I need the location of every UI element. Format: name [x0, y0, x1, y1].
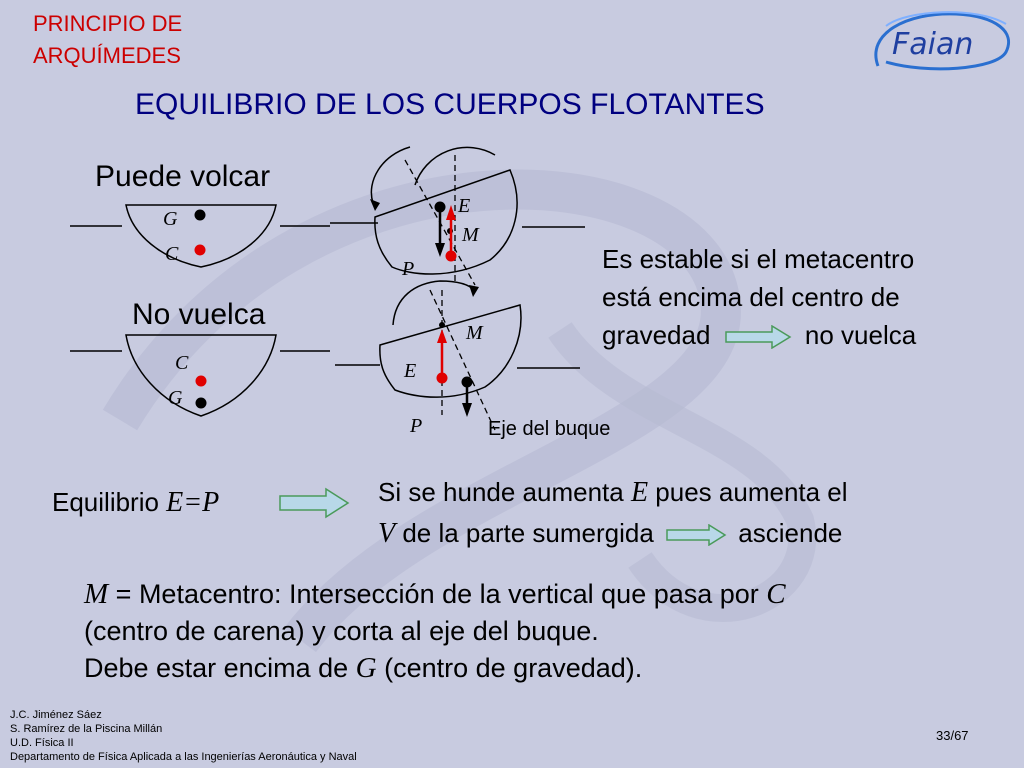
sinking-line1-a: Si se hunde aumenta	[378, 477, 631, 507]
label-m-1: M	[462, 224, 479, 246]
sinking-line1-b: pues aumenta el	[648, 477, 848, 507]
stability-statement: Es estable si el metacentro está encima …	[602, 240, 916, 354]
label-c-1: C	[165, 243, 179, 265]
faian-logo: Faian	[874, 11, 1010, 71]
definition-line1-text: = Metacentro: Intersección de la vertica…	[108, 579, 767, 609]
hull-upright-c-above	[70, 334, 330, 417]
stability-line1: Es estable si el metacentro	[602, 244, 915, 274]
label-e-1: E	[458, 195, 471, 217]
point-c-2	[195, 375, 207, 387]
sinking-line2: V de la parte sumergida asciende	[378, 513, 848, 554]
sinking-line2-a: de la parte sumergida	[395, 518, 654, 548]
label-m-2: M	[466, 322, 483, 344]
equilibrium-prefix: Equilibrio	[52, 487, 167, 517]
point-g	[194, 209, 206, 221]
label-p-2: P	[410, 415, 423, 437]
definition-line3: Debe estar encima de G (centro de graved…	[84, 650, 786, 687]
label-e-2: E	[404, 360, 417, 382]
equilibrium-label: Equilibrio E=P	[52, 487, 219, 519]
var-e: E	[630, 477, 649, 508]
label-p-1: P	[402, 258, 415, 280]
equilibrium-formula: E=P	[166, 487, 220, 518]
hull-upright-g-above	[70, 204, 330, 268]
stability-line2: está encima del centro de	[602, 282, 900, 312]
logo-text: Faian	[892, 27, 973, 62]
section-title-line1: PRINCIPIO DE	[33, 11, 183, 36]
right-arrow-icon	[666, 523, 727, 547]
var-g: G	[355, 652, 377, 684]
footer-unit: U.D. Física II	[10, 737, 74, 749]
point-g-2	[195, 397, 207, 409]
stability-gravity-word: gravedad	[602, 320, 711, 350]
footer-author2: S. Ramírez de la Piscina Millán	[10, 723, 163, 735]
section-title: PRINCIPIO DE ARQUÍMEDES	[33, 8, 182, 72]
metacenter-definition: M = Metacentro: Intersección de la verti…	[84, 576, 786, 687]
rotation-arrow-2	[392, 280, 476, 326]
ship-axis-label: Eje del buque	[488, 418, 611, 440]
hull-tilted-righting	[335, 280, 580, 431]
right-arrow-icon	[279, 487, 350, 519]
var-v: V	[378, 518, 396, 549]
label-g-2: G	[168, 387, 183, 409]
right-arrow-icon	[724, 324, 792, 350]
footer-department: Departamento de Física Aplicada a las In…	[10, 751, 357, 763]
sinking-statement: Si se hunde aumenta E pues aumenta el V …	[378, 472, 848, 554]
label-c-2: C	[175, 352, 189, 374]
label-g-1: G	[163, 208, 178, 230]
slide-title: EQUILIBRIO DE LOS CUERPOS FLOTANTES	[135, 88, 765, 121]
var-c: C	[766, 578, 786, 610]
page-number: 33/67	[936, 728, 969, 743]
section-title-line2: ARQUÍMEDES	[33, 43, 181, 68]
stability-line3: gravedad no vuelca	[602, 316, 916, 354]
definition-line1: M = Metacentro: Intersección de la verti…	[84, 576, 786, 613]
definition-line3-a: Debe estar encima de	[84, 653, 356, 683]
var-m: M	[84, 578, 109, 610]
sinking-result: asciende	[738, 518, 843, 548]
can-tip-label: Puede volcar	[95, 160, 271, 193]
sinking-line1: Si se hunde aumenta E pues aumenta el	[378, 472, 848, 513]
stability-result: no vuelca	[804, 320, 917, 350]
definition-line2: (centro de carena) y corta al eje del bu…	[84, 616, 599, 646]
point-c	[194, 244, 206, 256]
no-tip-label: No vuelca	[132, 298, 266, 331]
rotation-arrow-1	[414, 146, 496, 186]
footer-author1: J.C. Jiménez Sáez	[10, 709, 102, 721]
hull-tilted-capsizing	[330, 146, 585, 286]
definition-line3-b: (centro de gravedad).	[376, 653, 643, 683]
